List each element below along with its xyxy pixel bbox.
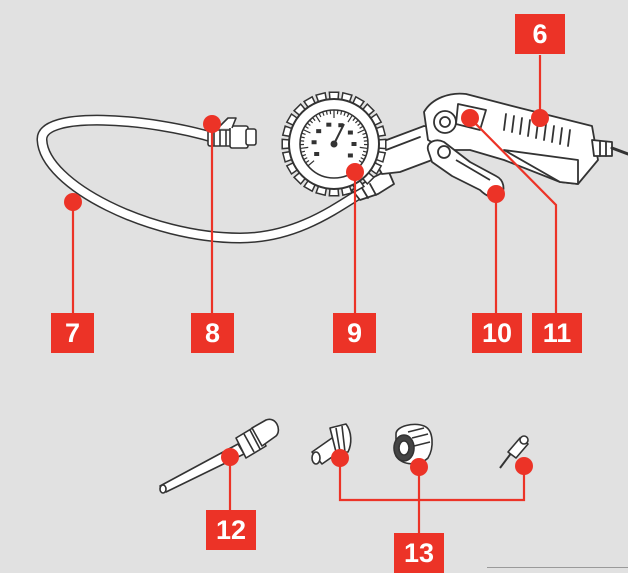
callout-leaders (71, 55, 558, 535)
gauge-tick (325, 110, 328, 115)
callout-dot-13c (515, 457, 533, 475)
gauge-tick (357, 129, 366, 134)
callout-tag-12: 12 (206, 510, 256, 550)
gauge-tick (362, 150, 368, 153)
gauge-tick (360, 157, 365, 160)
gauge-tick (352, 117, 356, 122)
callout-tag-7: 7 (51, 313, 94, 353)
gauge-tick (301, 153, 307, 157)
callout-tag-13: 13 (394, 533, 444, 573)
gauge-tick (361, 153, 367, 157)
callout-tag-11: 11 (532, 313, 582, 353)
gauge-tick (347, 115, 353, 123)
gauge-tick (315, 115, 321, 123)
bottom-divider (487, 567, 628, 568)
gauge-tick (358, 160, 363, 164)
gauge-tick (359, 125, 364, 129)
gauge-tick (304, 125, 309, 129)
gauge-tick (300, 146, 309, 150)
callout-dot-8 (203, 115, 221, 133)
callout-dot-6 (531, 109, 549, 127)
gauge-scale-mark (351, 142, 357, 146)
gauge-scale-mark (338, 123, 344, 128)
callout-dot-10 (487, 185, 505, 203)
gauge-tick (309, 119, 314, 124)
gauge-tick (305, 160, 310, 164)
gauge-tick (362, 132, 367, 136)
gauge-tick (300, 136, 305, 139)
needle-adapter (499, 435, 529, 469)
gauge-tick (359, 146, 368, 150)
gauge-tick (312, 117, 316, 122)
gauge-tick (363, 136, 368, 139)
gauge-scale-mark (347, 130, 353, 135)
gauge-tick (343, 111, 346, 116)
gauge-tick (318, 113, 322, 118)
callout-tag-6: 6 (515, 14, 565, 54)
callout-dot-11 (461, 109, 479, 127)
callout-dot-13a (331, 449, 349, 467)
callout-tag-10: 10 (472, 313, 522, 353)
gauge-tick (302, 129, 311, 134)
gauge-tick (357, 122, 362, 127)
gauge-scale-mark (326, 122, 332, 127)
gauge-scale-mark (311, 140, 317, 145)
gauge-tick (300, 150, 306, 153)
gauge-scale-mark (314, 152, 320, 156)
gauge-tick (301, 132, 306, 136)
gauge-tick (303, 157, 308, 160)
callout-dot-12 (221, 448, 239, 466)
trigger-lever (426, 139, 505, 199)
gauge-tick (322, 111, 325, 116)
hose (36, 114, 378, 244)
callout-dots (64, 109, 549, 476)
callout-tag-8: 8 (191, 313, 234, 353)
callout-dot-9 (346, 163, 364, 181)
gauge-scale-mark (347, 153, 353, 158)
gauge-tick (307, 160, 315, 167)
gauge-scale-mark (316, 129, 322, 134)
callout-tag-9: 9 (333, 313, 376, 353)
pressure-gauge (281, 91, 387, 197)
gauge-tick (306, 122, 311, 127)
valve-adapter (393, 423, 433, 465)
callout-dot-13b (410, 458, 428, 476)
gauge-tick (340, 110, 343, 115)
gauge-tick (346, 113, 350, 118)
gauge-tick (354, 119, 359, 124)
callout-dot-7 (64, 193, 82, 211)
long-nozzle-adapter (159, 418, 280, 494)
